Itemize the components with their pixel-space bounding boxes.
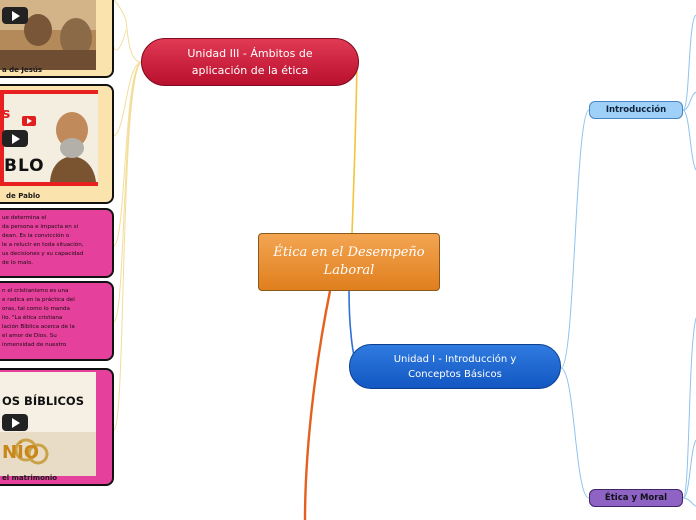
link-u3-card5 (113, 61, 142, 431)
biblicos-title-line2: NÍO (2, 442, 40, 463)
subtopic-etica-moral-label: Ética y Moral (604, 493, 668, 503)
card-text-body: ue determina el da persona e impacta en … (2, 215, 84, 266)
play-icon[interactable] (2, 7, 28, 24)
card-caption: el matrimonio (2, 474, 58, 482)
card-texto-cristianismo[interactable]: n el cristianismo es una e radica en la … (0, 281, 114, 361)
pablo-logo-text: s (2, 106, 11, 122)
link-intro-out-2 (682, 91, 696, 111)
link-unidad1-etica (560, 367, 590, 499)
card-text-body: n el cristianismo es una e radica en la … (2, 288, 75, 348)
link-intro-out-1 (682, 14, 696, 111)
topic-unidad-1[interactable]: Unidad I - Introducción y Conceptos Bási… (349, 344, 561, 389)
link-central-bottom (303, 290, 332, 520)
link-u3-card4 (113, 61, 142, 323)
topic-unidad-1-label: Unidad I - Introducción y Conceptos Bási… (393, 353, 517, 380)
subtopic-introduccion[interactable]: Introducción (589, 101, 683, 119)
subtopic-introduccion-label: Introducción (605, 105, 667, 115)
card-caption: a de Jesús (2, 66, 43, 74)
topic-unidad-3[interactable]: Unidad III - Ámbitos de aplicación de la… (141, 38, 359, 86)
central-topic[interactable]: Ética en el Desempeño Laboral (258, 233, 440, 291)
play-icon[interactable] (2, 414, 28, 431)
link-u3-stem (125, 19, 142, 63)
central-topic-label: Ética en el Desempeño Laboral (273, 245, 425, 278)
card-caption: de Pablo (6, 192, 41, 200)
subtopic-etica-moral[interactable]: Ética y Moral (589, 489, 683, 507)
link-etica-out-1 (682, 317, 696, 499)
topic-unidad-3-label: Unidad III - Ámbitos de aplicación de la… (187, 47, 313, 77)
link-u3-mid (113, 29, 127, 51)
card-vida-de-jesus[interactable]: a de Jesús (0, 0, 114, 78)
link-u3-card3 (113, 61, 142, 247)
pablo-title-text: BLO (4, 156, 45, 176)
link-etica-out-3 (682, 497, 696, 507)
link-etica-out-2 (682, 439, 696, 499)
card-vida-de-pablo[interactable]: s BLO de Pablo (0, 84, 114, 204)
link-unidad1-intro (560, 109, 590, 369)
play-icon[interactable] (2, 130, 28, 147)
link-u3-card1 (113, 0, 127, 21)
card-principios-biblicos[interactable]: OS BÍBLICOS NÍO el matrimonio (0, 368, 114, 486)
biblicos-title-line1: OS BÍBLICOS (2, 394, 84, 408)
link-intro-out-3 (682, 109, 696, 171)
link-central-unidad3 (351, 61, 358, 234)
card-texto-etica[interactable]: ue determina el da persona e impacta en … (0, 208, 114, 278)
link-u3-card2 (113, 61, 142, 137)
